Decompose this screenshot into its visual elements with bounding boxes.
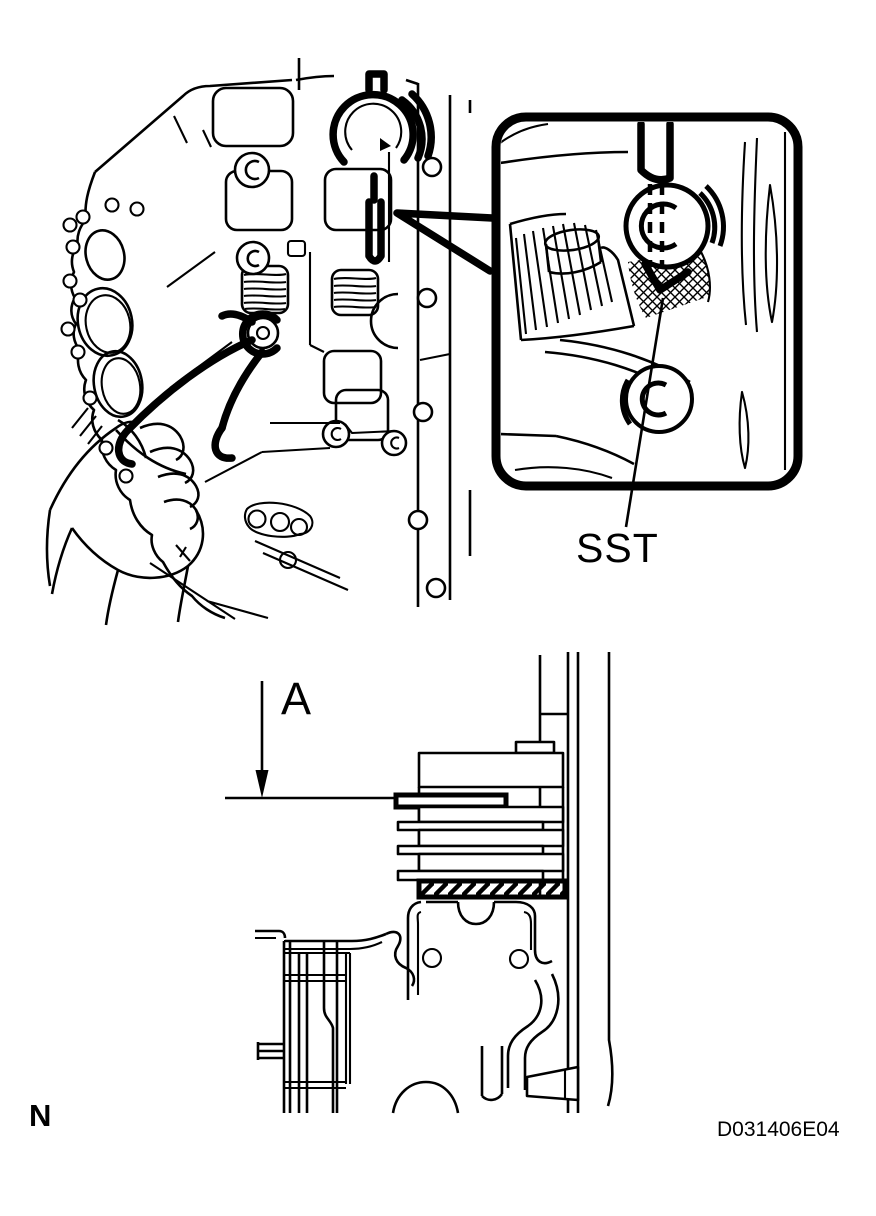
pressure-flange-hatched	[416, 878, 568, 900]
cross-section-drawing	[225, 652, 614, 1114]
sst-pliers-drawing	[115, 70, 435, 468]
gasket-bolt-holes	[60, 197, 145, 484]
dimension-arrow	[225, 681, 396, 800]
bolt-bosses	[233, 151, 408, 570]
clutch-plate-stack	[393, 740, 568, 900]
note-label-n: N	[29, 1098, 52, 1133]
clutch-drum-section	[391, 900, 580, 1114]
sst-leader-line	[624, 297, 665, 528]
snap-ring	[393, 792, 509, 810]
figure-code: D031406E04	[717, 1118, 840, 1141]
case-wall	[566, 652, 614, 1113]
inset-content	[501, 122, 787, 479]
counter-gear	[508, 212, 636, 342]
callout-wedge	[393, 209, 496, 275]
arrowhead	[255, 770, 269, 798]
accumulator-springs	[240, 264, 380, 317]
sst-label: SST	[576, 525, 659, 571]
dimension-label-a: A	[281, 673, 312, 724]
piston-hub-section	[255, 929, 416, 1113]
detail-inset	[491, 112, 803, 528]
transaxle-case-drawing	[60, 58, 472, 620]
sst-tip	[641, 260, 692, 294]
hand-drawing	[45, 420, 205, 626]
